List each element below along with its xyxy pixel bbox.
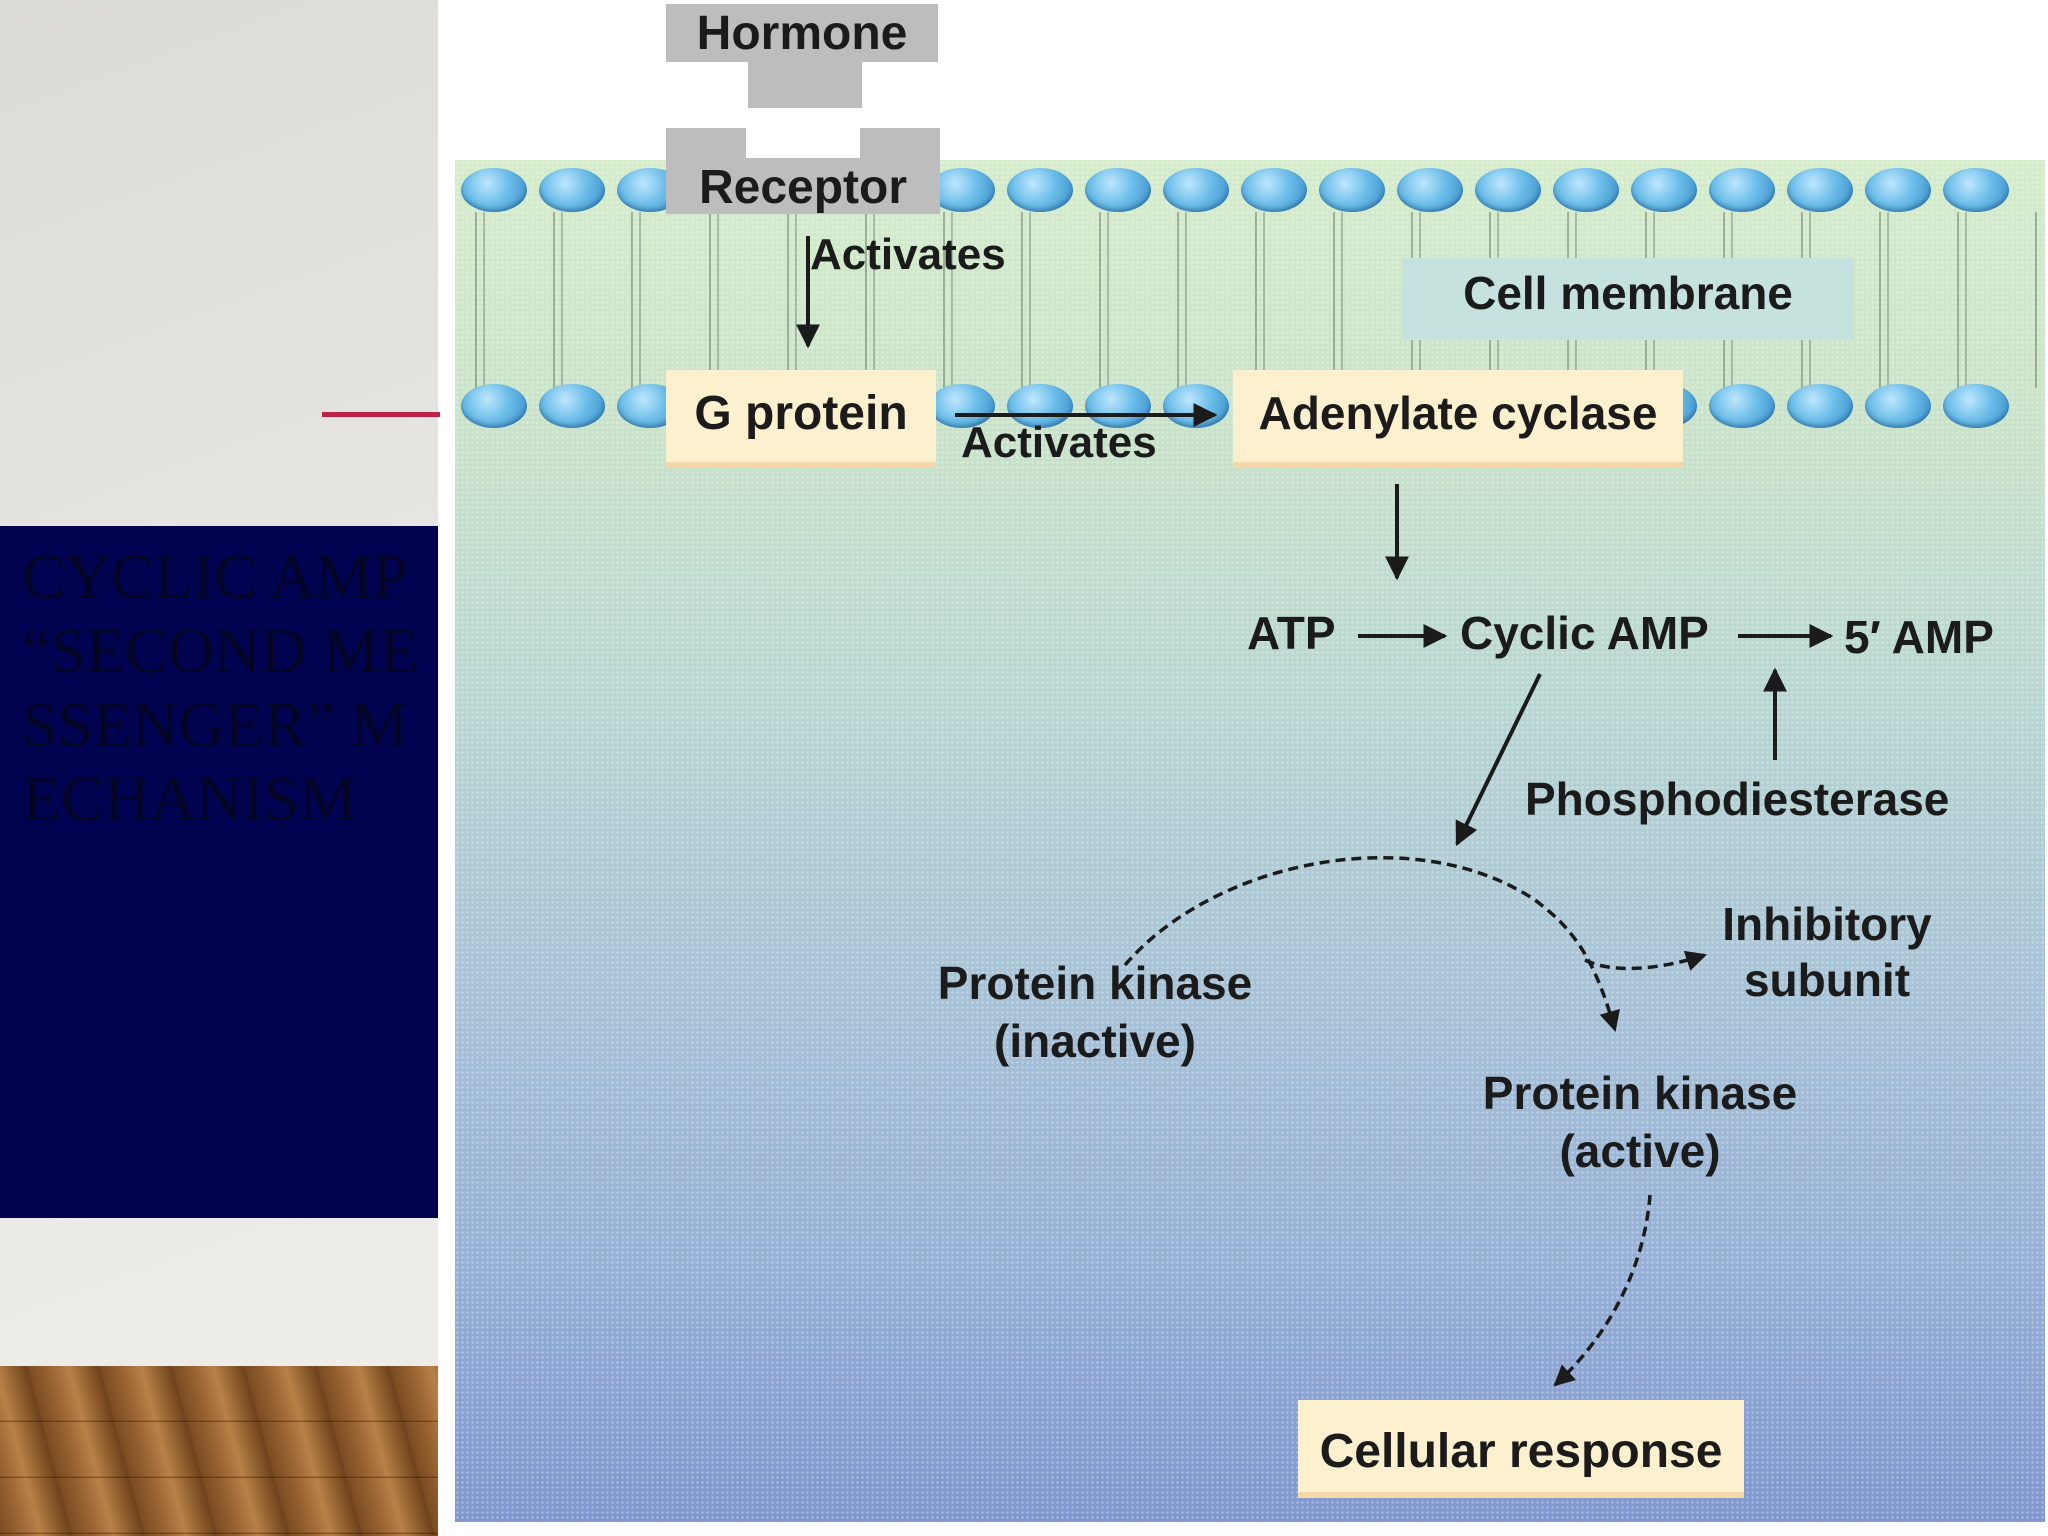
phospholipid-head — [539, 384, 605, 428]
phospholipid-head — [461, 168, 527, 212]
adenylate-cyclase-box — [1233, 370, 1683, 462]
protein-kinase-inactive-label: Protein kinase (inactive) — [895, 954, 1295, 1070]
phospholipid-head — [929, 168, 995, 212]
phospholipid-head — [1865, 168, 1931, 212]
receptor-shape — [666, 158, 940, 214]
arrow-to-inhibitory-subunit — [1584, 950, 1707, 971]
phospholipid-head — [1085, 168, 1151, 212]
cell-membrane-label-box — [1402, 258, 1854, 340]
pk-inactive-line2: (inactive) — [994, 1015, 1196, 1067]
pathway-arrows — [796, 236, 1834, 1387]
phospholipid-head — [1007, 384, 1073, 428]
phospholipid-head — [1475, 168, 1541, 212]
cellular-response-label: Cellular response — [1319, 1425, 1723, 1478]
activates-label-1: Activates — [810, 230, 1006, 279]
phospholipid-head — [1631, 168, 1697, 212]
phospholipid-head — [1787, 168, 1853, 212]
wood-floor-gaps — [0, 1366, 438, 1536]
phospholipid-head — [539, 168, 605, 212]
arrow-to-cellular-response — [1553, 1194, 1652, 1387]
phospholipid-head — [1163, 168, 1229, 212]
inhibitory-subunit-line1: Inhibitory — [1722, 898, 1932, 950]
phospholipid-head — [1943, 384, 2009, 428]
phospholipid-head — [1319, 168, 1385, 212]
atp-label: ATP — [1247, 607, 1336, 659]
phospholipid-head — [1553, 168, 1619, 212]
phospholipid-head — [1709, 168, 1775, 212]
activates-label-2: Activates — [961, 418, 1157, 467]
title-panel — [0, 526, 438, 1218]
slide-title: Cyclic AMP “Second Messenger” Mechanism — [22, 541, 419, 834]
cell-membrane-label: Cell membrane — [1463, 267, 1793, 319]
g-protein-label: G protein — [694, 387, 908, 440]
hormone-shape — [666, 4, 938, 62]
cyclic-amp-label: Cyclic AMP — [1460, 607, 1709, 659]
phospholipid-head — [461, 384, 527, 428]
phosphodiesterase-label: Phosphodiesterase — [1525, 773, 1950, 825]
pk-active-line2: (active) — [1559, 1125, 1721, 1177]
phospholipid-head — [1397, 168, 1463, 212]
accent-line — [322, 412, 440, 417]
phospholipid-head — [1007, 168, 1073, 212]
arrow-camp-to-kinase — [1455, 673, 1542, 847]
camp-pathway-diagram: Hormone Receptor Activates Cell membrane… — [455, 0, 2048, 1536]
inhibitory-subunit-label: Inhibitory subunit — [1677, 896, 1977, 1008]
pk-inactive-line1: Protein kinase — [937, 957, 1253, 1009]
pk-active-line1: Protein kinase — [1482, 1067, 1798, 1119]
five-amp-label: 5′ AMP — [1844, 611, 1994, 663]
adenylate-cyclase-label: Adenylate cyclase — [1258, 387, 1658, 439]
phospholipid-head — [929, 384, 995, 428]
inhibitory-subunit-line2: subunit — [1743, 954, 1911, 1006]
phospholipid-head — [1085, 384, 1151, 428]
hormone-stem — [748, 60, 862, 108]
receptor-label: Receptor — [698, 161, 908, 214]
g-protein-box — [666, 370, 936, 462]
phospholipid-head — [1241, 168, 1307, 212]
phospholipid-head — [1709, 384, 1775, 428]
protein-kinase-active-label: Protein kinase (active) — [1440, 1064, 1840, 1180]
hormone-label: Hormone — [696, 7, 908, 60]
cellular-response-box — [1298, 1400, 1744, 1492]
phospholipid-head — [1787, 384, 1853, 428]
arrow-kinase-activation — [1123, 856, 1620, 1033]
membrane-outer-layer — [461, 168, 2043, 216]
phospholipid-head — [1865, 384, 1931, 428]
phospholipid-head — [1943, 168, 2009, 212]
